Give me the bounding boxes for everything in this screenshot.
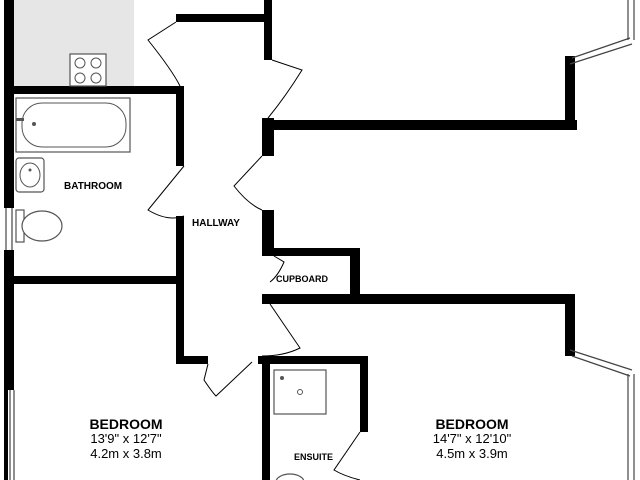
bedroom-right-label: BEDROOM 14'7" x 12'10" 4.5m x 3.9m (408, 416, 536, 462)
wall-bath-top (14, 86, 184, 94)
wall-hall-bottom (176, 356, 208, 364)
wall-ensuite-top (258, 356, 368, 364)
bedroom-right-metric: 4.5m x 3.9m (436, 446, 508, 462)
bathroom-label: BATHROOM (64, 181, 123, 192)
wall-hall-top-right (264, 0, 272, 60)
wall-room-divider (262, 120, 577, 130)
toilet (15, 209, 63, 243)
wall-hall-top-left (176, 14, 268, 22)
wall-bath-right (176, 86, 184, 166)
bedroom-left-name: BEDROOM (89, 416, 163, 432)
bedroom-right-imperial: 14'7" x 12'10" (432, 431, 512, 447)
wall-hall-right (262, 210, 274, 252)
wall-bath-right-lower (176, 216, 184, 360)
wall-bath-bottom (14, 276, 182, 284)
wall-window-left-edge (4, 390, 8, 480)
wall-cupboard-top (262, 248, 360, 256)
wall-outer-left-mid (4, 250, 14, 390)
walls (4, 0, 577, 480)
bedroom-right-name: BEDROOM (435, 416, 509, 432)
hallway-label: HALLWAY (192, 218, 240, 229)
wall-ensuite-right (360, 356, 368, 432)
bedroom-left-imperial: 13'9" x 12'7" (90, 431, 162, 447)
cupboard-label: CUPBOARD (276, 274, 329, 284)
ensuite-toilet (275, 473, 305, 480)
wall-bay-upper (565, 56, 575, 128)
bedroom-left-label: BEDROOM 13'9" x 12'7" 4.2m x 3.8m (66, 416, 186, 462)
ensuite-label: ENSUITE (294, 452, 334, 462)
wall-cupboard-bottom (262, 294, 574, 304)
bathtub (15, 97, 131, 153)
basin (15, 157, 45, 193)
wall-cupboard-right (350, 248, 360, 300)
hob (69, 53, 107, 87)
windows (5, 0, 635, 480)
wall-ensuite-left (262, 356, 270, 480)
wall-room-stub (262, 118, 274, 156)
bedroom-left-metric: 4.2m x 3.8m (90, 446, 162, 462)
wall-bay-lower (565, 294, 575, 356)
wall-outer-left-top (4, 0, 14, 208)
shower-tray (273, 369, 327, 415)
door-swings (147, 21, 361, 480)
